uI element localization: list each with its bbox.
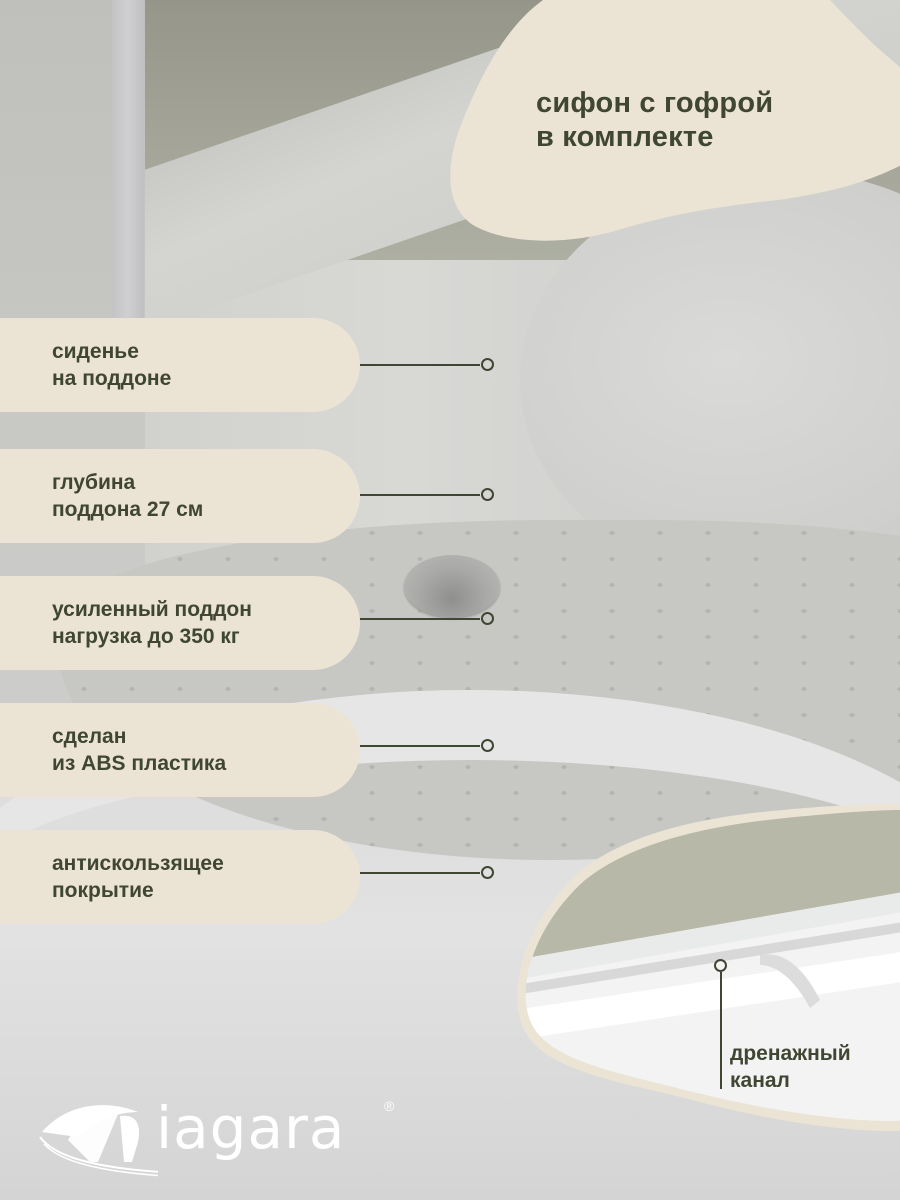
- feature-line1: сиденье: [52, 340, 139, 363]
- feature-pill-antislip: антискользящее покрытие: [0, 830, 360, 924]
- feature-text: сделан из ABS пластика: [52, 723, 226, 777]
- connector-line: [360, 364, 480, 366]
- connector-line: [360, 745, 480, 747]
- feature-text: глубина поддона 27 см: [52, 469, 203, 523]
- registered-mark: ®: [384, 1098, 395, 1114]
- feature-line2: нагрузка до 350 кг: [52, 625, 240, 648]
- drain-channel-inset: [515, 800, 900, 1140]
- connector-line: [360, 618, 480, 620]
- connector-dot-icon: [481, 488, 494, 501]
- inset-label-line2: канал: [730, 1069, 790, 1092]
- feature-line1: глубина: [52, 471, 136, 494]
- inset-label-line1: дренажный: [730, 1042, 851, 1065]
- feature-line1: сделан: [52, 725, 127, 748]
- connector-line: [360, 872, 480, 874]
- feature-pill-seat: сиденье на поддоне: [0, 318, 360, 412]
- feature-line2: поддона 27 см: [52, 498, 204, 521]
- feature-line2: из ABS пластика: [52, 752, 227, 775]
- connector-dot-icon: [481, 739, 494, 752]
- inset-blob-icon: [517, 804, 900, 1131]
- feature-line1: усиленный поддон: [52, 598, 252, 621]
- inset-label: дренажный канал: [730, 1040, 851, 1094]
- drain-cap: [404, 555, 500, 617]
- blob-shape-icon: [450, 0, 900, 241]
- feature-text: антискользящее покрытие: [52, 850, 224, 904]
- connector-line: [360, 494, 480, 496]
- connector-dot-icon: [481, 358, 494, 371]
- feature-pill-material: сделан из ABS пластика: [0, 703, 360, 797]
- frame-pillar: [112, 0, 144, 330]
- feature-line2: на поддоне: [52, 367, 172, 390]
- header-title-line1: сифон с гофрой: [536, 87, 774, 119]
- brand-name: iagara: [156, 1094, 346, 1162]
- feature-text: сиденье на поддоне: [52, 338, 171, 392]
- connector-dot-icon: [481, 866, 494, 879]
- header-title-line2: в комплекте: [536, 121, 714, 153]
- feature-pill-reinforced: усиленный поддон нагрузка до 350 кг: [0, 576, 360, 670]
- feature-pill-depth: глубина поддона 27 см: [0, 449, 360, 543]
- connector-dot-icon: [481, 612, 494, 625]
- feature-line1: антискользящее: [52, 852, 224, 875]
- brand-logo: iagara ®: [38, 1092, 418, 1182]
- feature-text: усиленный поддон нагрузка до 350 кг: [52, 596, 252, 650]
- connector-line: [720, 972, 722, 1089]
- waterfall-logo-icon: [39, 1105, 158, 1177]
- header-title: сифон с гофрой в комплекте: [536, 86, 773, 154]
- feature-line2: покрытие: [52, 879, 154, 902]
- header-blob: [448, 0, 900, 245]
- connector-dot-icon: [714, 959, 727, 972]
